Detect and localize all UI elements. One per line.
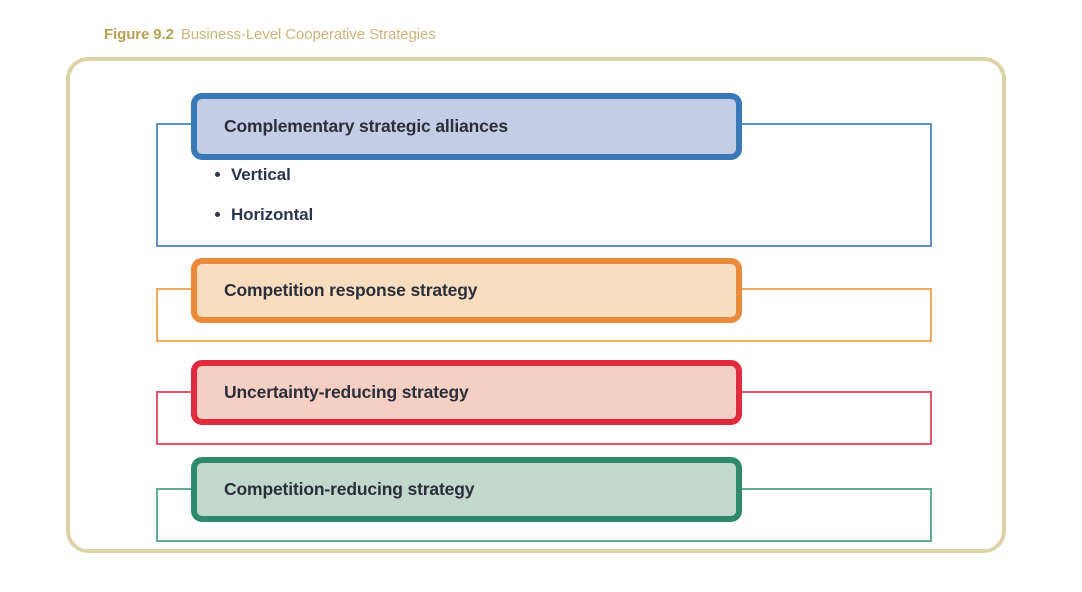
- sub-item-label: Horizontal: [231, 205, 314, 224]
- node-label: Uncertainty-reducing strategy: [224, 382, 469, 402]
- sub-list-complementary-strategic-alliances: Vertical Horizontal: [215, 165, 635, 245]
- sub-item-vertical: Vertical: [215, 165, 635, 185]
- bullet-icon: [215, 212, 220, 218]
- figure-title: Business-Level Cooperative Strategies: [180, 26, 436, 43]
- node-competition-response-strategy[interactable]: Competition response strategy: [191, 258, 742, 323]
- node-complementary-strategic-alliances[interactable]: Complementary strategic alliances: [191, 93, 742, 160]
- node-uncertainty-reducing-strategy[interactable]: Uncertainty-reducing strategy: [191, 360, 742, 425]
- sub-item-horizontal: Horizontal: [215, 205, 635, 225]
- node-label: Complementary strategic alliances: [224, 116, 508, 136]
- figure-number: Figure 9.2: [104, 26, 174, 43]
- figure-caption: Figure 9.2 Business-Level Cooperative Str…: [104, 26, 436, 43]
- sub-item-label: Vertical: [231, 165, 291, 184]
- node-competition-reducing-strategy[interactable]: Competition-reducing strategy: [191, 457, 742, 522]
- bullet-icon: [215, 172, 220, 178]
- node-label: Competition response strategy: [224, 280, 478, 300]
- node-label: Competition-reducing strategy: [224, 479, 475, 499]
